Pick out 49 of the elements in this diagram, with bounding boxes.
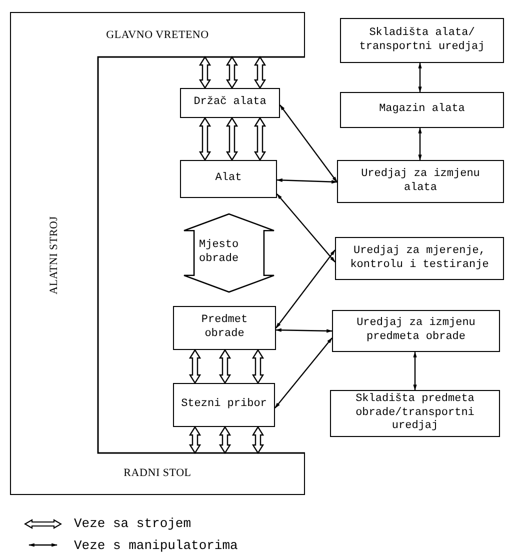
- hollow-double-arrow: [254, 116, 266, 162]
- node-label: Mjesto obrade: [199, 239, 240, 267]
- double-arrow: [274, 338, 332, 408]
- node-label: Alat: [215, 172, 242, 186]
- double-arrow: [413, 351, 417, 391]
- process-box: [173, 383, 275, 427]
- process-box: [330, 390, 500, 437]
- hollow-double-arrow: [254, 56, 266, 90]
- double-arrow: [418, 127, 422, 161]
- node-label: Stezni pribor: [181, 398, 267, 412]
- double-arrow: [418, 62, 422, 93]
- node-label: Uredjaj za izmjenu predmeta obrade: [356, 317, 476, 345]
- hollow-double-arrow: [226, 116, 238, 162]
- machine-frame-band: [10, 12, 305, 57]
- process-box: [340, 92, 504, 128]
- process-box: [337, 160, 504, 203]
- double-arrow: [275, 328, 333, 333]
- legend-text: Veze sa strojem: [74, 515, 192, 533]
- hollow-double-arrow: [226, 56, 238, 90]
- hollow-double-arrow: [252, 348, 264, 384]
- node-label: Predmet obrade: [200, 314, 249, 342]
- hollow-double-arrow: [198, 116, 212, 162]
- section-label: GLAVNO VRETENO: [106, 28, 209, 43]
- hollow-double-arrow: [218, 426, 232, 454]
- process-box: [180, 88, 280, 118]
- section-label: RADNI STOL: [124, 466, 192, 482]
- process-box: [335, 237, 504, 280]
- double-arrow: [276, 250, 336, 328]
- double-arrow: [280, 104, 338, 182]
- node-label: Držač alata: [194, 96, 266, 110]
- node-label: Uredjaj za izmjenu alata: [360, 168, 481, 196]
- node-label: Uredjaj za mjerenje, kontrolu i testiranje: [349, 244, 490, 272]
- section-label: ALATNI STROJ: [47, 216, 62, 294]
- hollow-double-arrow: [188, 348, 202, 384]
- hollow-double-arrow: [198, 56, 212, 90]
- double-arrow: [276, 178, 338, 184]
- process-box: [340, 18, 504, 63]
- node-label: Skladišta predmeta obrade/transportni uredjaj: [354, 392, 476, 434]
- hollow-double-arrow: [218, 348, 232, 384]
- node-label: Magazin alata: [379, 103, 465, 117]
- process-box: [332, 310, 500, 352]
- legend-text: Veze s manipulatorima: [74, 536, 238, 554]
- node-label: Skladišta alata/ transportni uredjaj: [358, 26, 486, 54]
- process-box: [173, 306, 276, 350]
- hollow-double-arrow: [252, 426, 264, 454]
- process-box: [180, 160, 277, 198]
- machine-frame-band: [10, 453, 305, 495]
- double-arrow: [276, 194, 336, 262]
- hollow-double-arrow: [188, 426, 202, 454]
